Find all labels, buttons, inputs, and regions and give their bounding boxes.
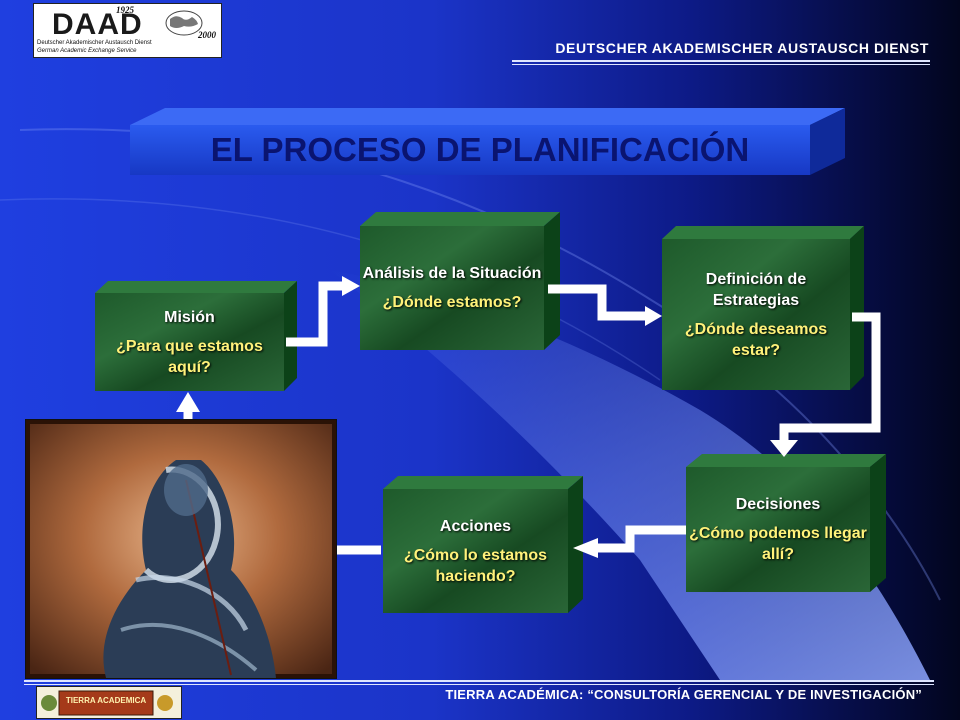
logo-subtitle-de: Deutscher Akademischer Austausch Dienst bbox=[37, 40, 152, 46]
arrowhead-estrategias bbox=[645, 306, 662, 326]
painting-image bbox=[25, 419, 337, 679]
stage-label: Misión bbox=[164, 308, 215, 326]
stage-question: ¿Para que estamos aquí? bbox=[116, 337, 263, 376]
stage-question: ¿Dónde estamos? bbox=[382, 294, 522, 311]
logo-year-start: 1925 bbox=[116, 5, 134, 15]
header-rule-thin bbox=[512, 64, 930, 65]
stage-label: Decisiones bbox=[735, 496, 821, 513]
connector-analisis-estrategias bbox=[548, 284, 645, 321]
stage-mision: Misión ¿Para que estamos aquí? bbox=[95, 293, 284, 391]
box-decisiones bbox=[686, 454, 886, 592]
logo-subtitle-en: German Academic Exchange Service bbox=[37, 48, 137, 54]
stage-question: ¿Dónde deseamos estar? bbox=[684, 320, 828, 359]
connector-estrategias-decisiones bbox=[779, 312, 881, 440]
arrowhead-decisiones bbox=[770, 440, 798, 457]
box-analisis bbox=[360, 212, 560, 350]
stage-acciones: Acciones ¿Cómo lo estamos haciendo? bbox=[383, 489, 568, 613]
daad-logo: 1925 DAAD 2000 Deutscher Akademischer Au… bbox=[33, 3, 222, 58]
tierra-academica-logo: TIERRA ACADEMICA bbox=[36, 686, 182, 719]
stage-decisiones: Decisiones ¿Cómo podemos llegar allí? bbox=[686, 467, 870, 592]
footer-logo-label: TIERRA ACADEMICA bbox=[65, 696, 147, 705]
stage-label: Acciones bbox=[439, 517, 512, 535]
box-estrategias bbox=[662, 226, 864, 390]
arrowhead-acciones bbox=[573, 538, 598, 558]
header-organization: DEUTSCHER AKADEMISCHER AUSTAUSCH DIENST bbox=[555, 40, 929, 56]
logo-wordmark: DAAD bbox=[52, 8, 143, 41]
stage-label: Análisis de la Situación bbox=[362, 265, 542, 282]
footer-rule bbox=[24, 680, 934, 682]
box-mision bbox=[95, 281, 297, 391]
stage-label: Definición de Estrategias bbox=[705, 270, 807, 309]
connector-mision-analisis bbox=[286, 281, 342, 347]
stage-estrategias: Definición de Estrategias ¿Dónde deseamo… bbox=[662, 239, 850, 390]
logo-year-end: 2000 bbox=[198, 30, 216, 40]
stage-question: ¿Cómo lo estamos haciendo? bbox=[403, 546, 548, 585]
title-box bbox=[130, 108, 845, 175]
footer-rule-thin bbox=[24, 684, 934, 685]
arrowhead-mision bbox=[176, 392, 200, 412]
stage-question: ¿Cómo podemos llegar allí? bbox=[689, 525, 867, 563]
arrowhead-analisis bbox=[342, 276, 360, 296]
page-title: EL PROCESO DE PLANIFICACIÓN bbox=[210, 131, 750, 168]
header-rule bbox=[512, 60, 930, 62]
footer-tagline: TIERRA ACADÉMICA: “CONSULTORÍA GERENCIAL… bbox=[445, 687, 922, 702]
globe-icon bbox=[165, 10, 203, 36]
stage-analisis: Análisis de la Situación ¿Dónde estamos? bbox=[360, 226, 544, 350]
connector-decisiones-acciones bbox=[598, 525, 686, 553]
box-acciones bbox=[383, 476, 583, 613]
